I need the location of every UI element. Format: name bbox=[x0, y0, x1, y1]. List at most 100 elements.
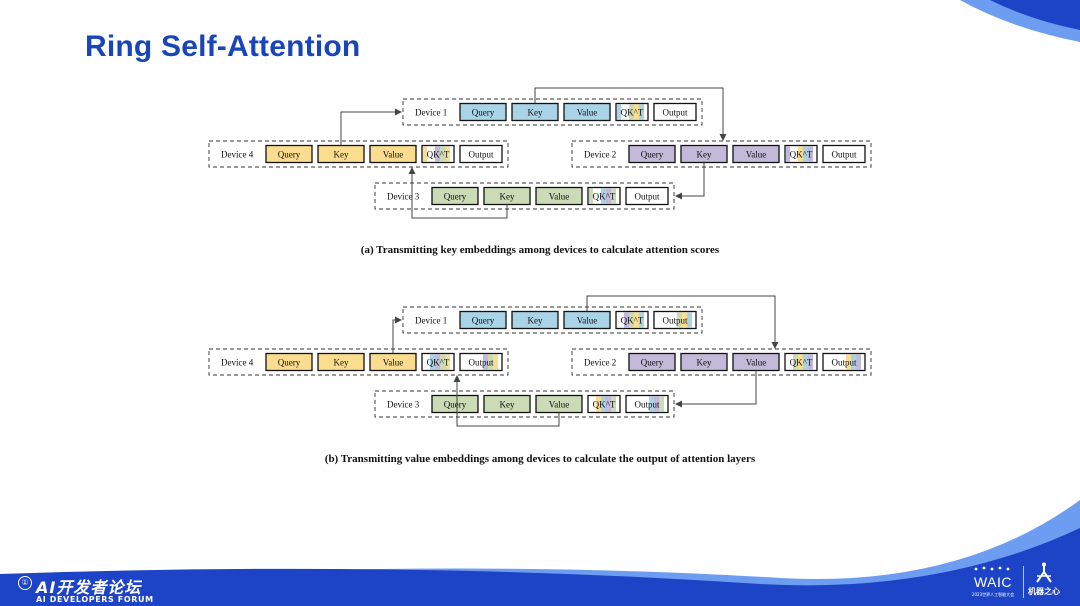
device-4-output-block-stripe bbox=[483, 354, 488, 370]
device-2-key-block-label: Key bbox=[697, 150, 712, 160]
device-4-key-block bbox=[317, 352, 365, 372]
device-2-output-block-stripe bbox=[856, 354, 861, 370]
top-right-ribbon-dark bbox=[990, 0, 1080, 30]
device-1-output-block-label: Output bbox=[662, 108, 688, 118]
waic-subtitle: 2023世界人工智能大会 bbox=[971, 592, 1015, 597]
device-4-key-block-label: Key bbox=[334, 150, 349, 160]
device-2-qkt-block-stripe bbox=[786, 146, 790, 162]
device-4-value-block-label: Value bbox=[383, 358, 404, 368]
device-4-query-block bbox=[265, 144, 313, 164]
arrow-device1-to-device2 bbox=[586, 295, 779, 349]
device-3-output-block-label: Output bbox=[634, 192, 660, 202]
device-4-qkt-block-stripe bbox=[440, 146, 445, 162]
footer-divider bbox=[1023, 566, 1024, 598]
device-1-qkt-block-stripe bbox=[629, 104, 634, 120]
device-2-frame bbox=[571, 140, 872, 168]
arrow-device4-to-device1 bbox=[392, 316, 402, 354]
device-3-qkt-block-stripe bbox=[596, 396, 601, 412]
device-2-qkt-block-label: QK^T bbox=[790, 358, 813, 368]
device-4-query-block-label: Query bbox=[278, 358, 301, 368]
device-4-qkt-block-stripe bbox=[423, 146, 427, 162]
device-2-query-block bbox=[628, 144, 676, 164]
device-3-qkt-block-stripe bbox=[611, 188, 616, 204]
device-1-qkt-block-label: QK^T bbox=[621, 108, 644, 118]
device-2-value-block-label: Value bbox=[746, 358, 767, 368]
forum-badge-icon: ① bbox=[18, 576, 32, 590]
device-1-qkt-block-stripe bbox=[639, 104, 644, 120]
device-2-query-block-label: Query bbox=[641, 358, 664, 368]
device-1-qkt-block-stripe bbox=[639, 312, 644, 328]
slide-title: Ring Self-Attention bbox=[85, 30, 361, 63]
device-3-output-block-stripe bbox=[659, 396, 664, 412]
device-3-qkt-block-stripe bbox=[606, 188, 611, 204]
device-1-frame bbox=[402, 98, 703, 126]
device-2-key-block-label: Key bbox=[697, 358, 712, 368]
device-3-frame bbox=[374, 182, 675, 210]
device-1-qkt-block-stripe bbox=[624, 312, 629, 328]
device-3-key-block-label: Key bbox=[500, 400, 515, 410]
device-4-output-block-label: Output bbox=[468, 150, 494, 160]
device-2-key-block bbox=[680, 352, 728, 372]
caption-b: (b) Transmitting value embeddings among … bbox=[324, 453, 756, 465]
device-4-qkt-block-stripe bbox=[430, 354, 435, 370]
device-4-qkt-block-stripe bbox=[435, 146, 440, 162]
device-4-qkt-block-stripe bbox=[435, 354, 440, 370]
device-1-output-block-stripe bbox=[687, 312, 692, 328]
robot-icon bbox=[1036, 562, 1052, 583]
arrow-device2-to-device3 bbox=[675, 162, 705, 200]
device-3-qkt-block-stripe bbox=[601, 188, 606, 204]
device-1-value-block-label: Value bbox=[577, 316, 598, 326]
device-2-query-block-label: Query bbox=[641, 150, 664, 160]
device-2-label: Device 2 bbox=[584, 150, 616, 160]
device-3-key-block bbox=[483, 394, 531, 414]
device-4-value-block bbox=[369, 144, 417, 164]
device-3-value-block bbox=[535, 186, 583, 206]
device-4-value-block-label: Value bbox=[383, 150, 404, 160]
ring-arrows-b bbox=[392, 295, 779, 427]
device-1-value-block bbox=[563, 102, 611, 122]
device-2-qkt-block-stripe bbox=[798, 354, 803, 370]
device-2-qkt-block-stripe bbox=[808, 146, 813, 162]
device-4-qkt-block-stripe bbox=[440, 354, 445, 370]
device-3-output-block bbox=[625, 186, 669, 206]
device-1-qkt-block-stripe bbox=[634, 104, 639, 120]
device-2-qkt-block-label: QK^T bbox=[790, 150, 813, 160]
device-3-value-block-label: Value bbox=[549, 400, 570, 410]
device-1-output-block-stripe bbox=[682, 312, 687, 328]
device-1-key-block-label: Key bbox=[528, 316, 543, 326]
device-2-output-block-label: Output bbox=[831, 150, 857, 160]
device-1-label: Device 1 bbox=[415, 316, 447, 326]
device-3-query-block-label: Query bbox=[444, 192, 467, 202]
device-4-label: Device 4 bbox=[221, 150, 254, 160]
device-4-qkt-block-label: QK^T bbox=[427, 358, 450, 368]
device-2-qkt-block-stripe bbox=[808, 354, 813, 370]
device-1-qkt-block-stripe bbox=[617, 104, 621, 120]
device-3-query-block bbox=[431, 186, 479, 206]
device-3-query-block-label: Query bbox=[444, 400, 467, 410]
device-2-frame bbox=[571, 348, 872, 376]
device-2-output-block-stripe bbox=[851, 354, 856, 370]
caption-a: (a) Transmitting key embeddings among de… bbox=[360, 244, 720, 256]
device-4-output-block-stripe bbox=[493, 354, 498, 370]
forum-title-en: AI DEVELOPERS FORUM bbox=[36, 595, 154, 604]
device-3-output-block-label: Output bbox=[634, 400, 660, 410]
arrow-device3-to-device4 bbox=[408, 167, 508, 219]
device-2-label: Device 2 bbox=[584, 358, 616, 368]
device-2-query-block bbox=[628, 352, 676, 372]
arrow-device4-to-device1 bbox=[340, 108, 402, 146]
device-4-output-block bbox=[459, 144, 503, 164]
device-1-output-block bbox=[653, 102, 697, 122]
device-3-qkt-block-stripe bbox=[606, 396, 611, 412]
device-1-query-block-label: Query bbox=[472, 316, 495, 326]
device-3-frame bbox=[374, 390, 675, 418]
device-4-output-block-label: Output bbox=[468, 358, 494, 368]
device-1-qkt-block-stripe bbox=[629, 312, 634, 328]
device-1-output-block-label: Output bbox=[662, 316, 688, 326]
